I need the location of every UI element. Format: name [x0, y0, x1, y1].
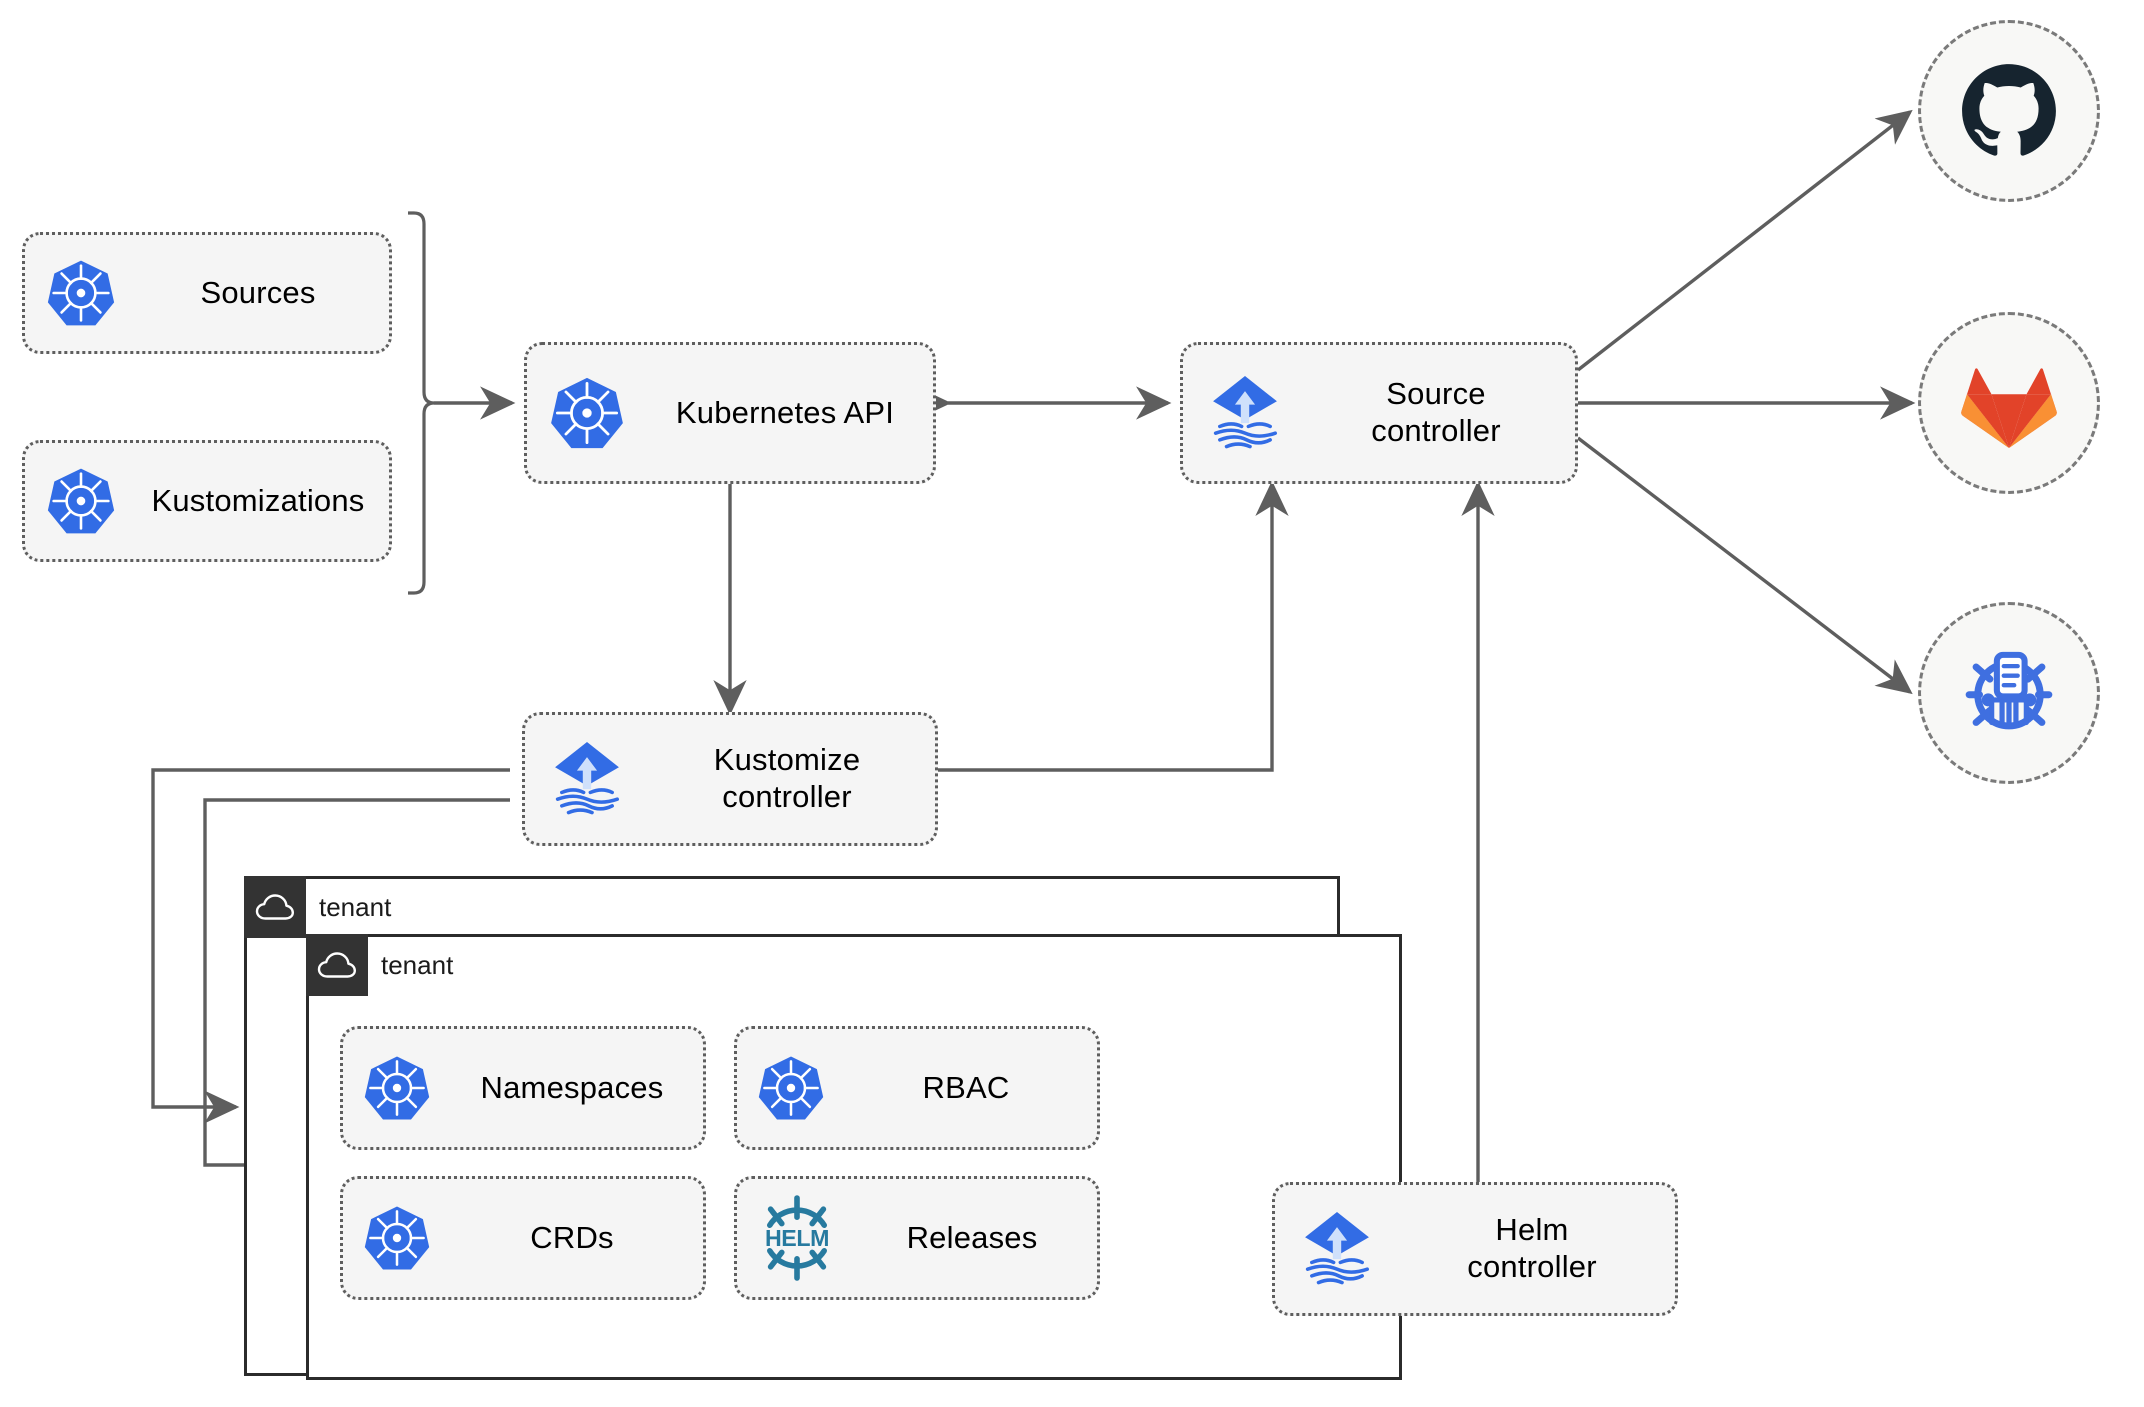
- helm-logo-icon: HELM: [737, 1190, 857, 1286]
- gitlab-icon: [1959, 356, 2059, 450]
- node-crds[interactable]: CRDs: [340, 1176, 706, 1300]
- github-icon: [1958, 60, 2060, 162]
- node-kubernetes-api[interactable]: Kubernetes API: [524, 342, 936, 484]
- node-label: Kustomizations: [151, 482, 365, 518]
- node-namespaces[interactable]: Namespaces: [340, 1026, 706, 1150]
- kubernetes-icon: [343, 1053, 451, 1123]
- provider-github[interactable]: [1918, 20, 2100, 202]
- kubernetes-icon: [343, 1203, 451, 1273]
- node-rbac[interactable]: RBAC: [734, 1026, 1100, 1150]
- kubernetes-icon: [737, 1053, 845, 1123]
- node-label: Sources: [200, 274, 316, 310]
- provider-gitlab[interactable]: [1918, 312, 2100, 494]
- provider-helm-repository[interactable]: [1918, 602, 2100, 784]
- kubernetes-icon: [25, 465, 137, 537]
- node-label: Releases: [906, 1219, 1038, 1255]
- kubernetes-icon: [25, 257, 137, 329]
- node-kustomize-controller[interactable]: Kustomize controller: [522, 712, 938, 846]
- node-kustomizations[interactable]: Kustomizations: [22, 440, 392, 562]
- node-releases[interactable]: HELM Releases: [734, 1176, 1100, 1300]
- node-helm-controller[interactable]: Helm controller: [1272, 1182, 1678, 1316]
- tenant-label-front: tenant: [381, 949, 454, 980]
- flux-icon: [1183, 371, 1307, 455]
- node-label: RBAC: [922, 1069, 1010, 1105]
- cloud-icon: [244, 876, 306, 938]
- tenant-tab-back: [244, 876, 306, 938]
- cloud-icon: [306, 934, 368, 996]
- node-label: Helm controller: [1467, 1212, 1597, 1284]
- tenant-tab-front: [306, 934, 368, 996]
- kubernetes-icon: [527, 374, 647, 452]
- node-label: Kustomize controller: [713, 742, 861, 814]
- node-source-controller[interactable]: Source controller: [1180, 342, 1578, 484]
- helm-chart-icon: [1957, 641, 2061, 745]
- node-label: CRDs: [530, 1219, 614, 1255]
- node-label: Kubernetes API: [675, 394, 895, 430]
- flux-icon: [1275, 1207, 1399, 1291]
- tenant-label-back: tenant: [319, 891, 392, 922]
- flux-icon: [525, 737, 649, 821]
- node-sources[interactable]: Sources: [22, 232, 392, 354]
- node-label: Source controller: [1371, 376, 1501, 448]
- tenant-container-front: tenant: [306, 934, 1402, 1380]
- node-label: Namespaces: [480, 1069, 664, 1105]
- svg-text:HELM: HELM: [765, 1225, 829, 1251]
